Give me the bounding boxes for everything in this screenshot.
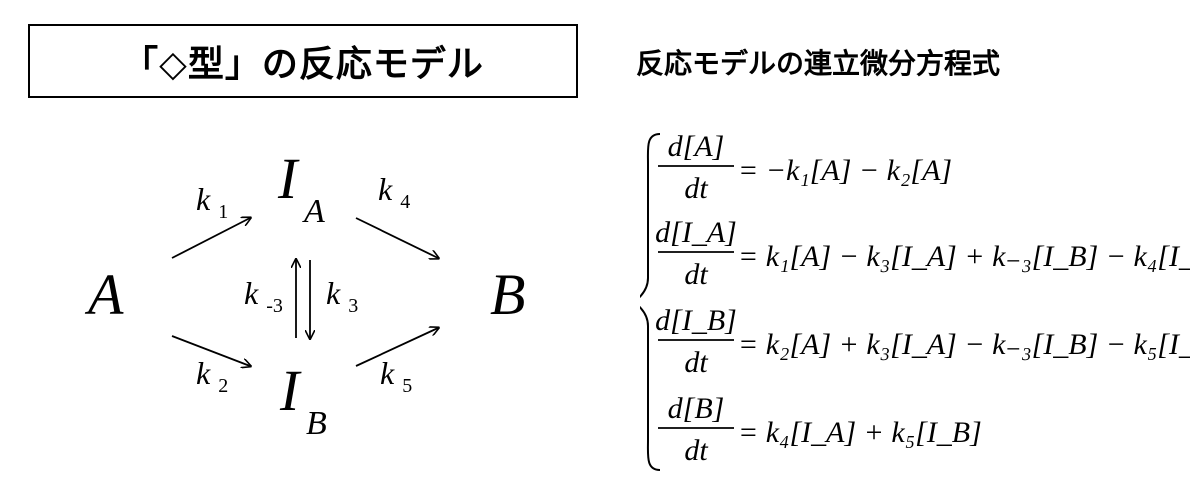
equation-3-rhs: = k₂[A] + k₃[I_A] − k₋₃[I_B] − k₅[I_B] [738,328,1190,361]
node-a: A [84,262,124,327]
node-ib: I B [279,358,327,440]
equation-3: d[I_B] dt = k₂[A] + k₃[I_A] − k₋₃[I_B] −… [655,304,1190,379]
equation-2: d[I_A] dt = k₁[A] − k₃[I_A] + k₋₃[I_B] −… [655,216,1190,291]
arrow-ib-to-b [355,328,438,367]
node-ib-sub: B [306,405,327,440]
node-ia-main: I [277,146,300,211]
equation-1: d[A] dt = −k₁[A] − k₂[A] [658,130,952,205]
rate-k3: k 3 [326,275,358,317]
rate-k1: k 1 [196,181,228,223]
rate-k2-base: k [196,355,211,391]
rate-k-minus-3: k -3 [244,275,283,317]
node-ib-main: I [279,358,302,423]
rate-k3-base: k [326,275,341,311]
reaction-diagram: A I A I B B k 1 k 2 k 4 [84,146,525,440]
diagram-title: 「◇型」の反応モデル [122,44,484,85]
rate-k4: k 4 [378,171,410,213]
equation-3-denominator: dt [684,346,708,379]
arrow-ia-to-b [355,217,438,258]
rate-k-minus-3-sub: -3 [266,295,283,317]
rate-k1-base: k [196,181,211,217]
diagram-title-box: 「◇型」の反応モデル [28,24,578,98]
equation-4-denominator: dt [684,434,708,467]
equations-block: d[A] dt = −k₁[A] − k₂[A] d[I_A] dt = k₁[… [640,130,1190,471]
equation-4: d[B] dt = k₄[I_A] + k₅[I_B] [658,392,982,467]
equation-1-denominator: dt [684,172,708,205]
equation-3-numerator: d[I_B] [655,304,737,337]
node-ia: I A [277,146,325,230]
equation-1-rhs: = −k₁[A] − k₂[A] [738,154,952,187]
arrow-a-to-ib [171,335,250,366]
equation-4-numerator: d[B] [668,392,725,425]
rate-k5-base: k [380,355,395,391]
rate-k2-sub: 2 [218,375,228,397]
rate-k2: k 2 [196,355,228,397]
equation-1-numerator: d[A] [668,130,725,163]
arrow-a-to-ia [171,218,250,259]
system-brace [640,133,661,471]
rate-k-minus-3-base: k [244,275,259,311]
rate-k3-sub: 3 [348,295,358,317]
rate-k5: k 5 [380,355,412,397]
equation-4-rhs: = k₄[I_A] + k₅[I_B] [738,416,982,449]
rate-k5-sub: 5 [402,375,412,397]
equation-2-numerator: d[I_A] [655,216,737,249]
equations-heading: 反応モデルの連立微分方程式 [636,47,1001,80]
equation-2-rhs: = k₁[A] − k₃[I_A] + k₋₃[I_B] − k₄[I_A] [738,240,1190,273]
node-b: B [490,262,525,327]
rate-k1-sub: 1 [218,201,228,223]
node-ia-sub: A [302,193,325,230]
rate-k4-base: k [378,171,393,207]
equation-2-denominator: dt [684,258,708,291]
rate-k4-sub: 4 [400,191,410,213]
